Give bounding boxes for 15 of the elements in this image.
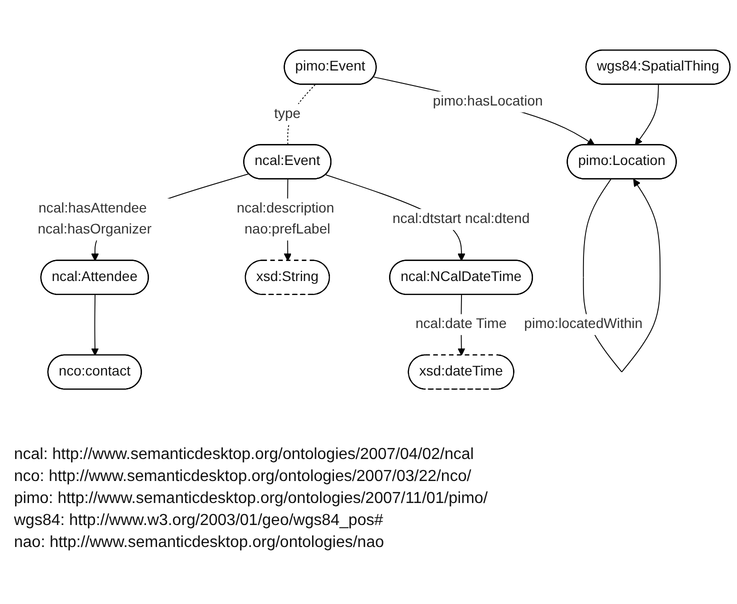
namespace-note: wgs84: http://www.w3.org/2003/01/geo/wgs84_pos# [14, 511, 384, 531]
edge-label: ncal:date Time [415, 317, 507, 332]
namespace-note: pimo: http://www.semanticdesktop.org/ontologies/2007/11/01/pimo/ [14, 489, 489, 509]
edge-label: ncal:description nao:prefLabel [236, 202, 334, 238]
namespace-note: nao: http://www.semanticdesktop.org/ontologies/nao [14, 533, 385, 553]
arrow [634, 84, 659, 146]
arrow [373, 77, 595, 146]
arrow [91, 294, 99, 356]
edge-label: ncal:hasAttendee ncal:hasOrganizer [38, 202, 152, 238]
namespace-note: ncal: http://www.semanticdesktop.org/ontologies/2007/04/02/ncal [14, 445, 475, 465]
namespace-note: nco: http://www.semanticdesktop.org/ontologies/2007/03/22/nco/ [14, 467, 472, 487]
edge-label: pimo:hasLocation [432, 94, 543, 110]
edge-label: type [274, 106, 301, 122]
edge-label: pimo:locatedWithin [524, 317, 643, 332]
edge-label: ncal:dtstart ncal:dtend [392, 212, 530, 228]
